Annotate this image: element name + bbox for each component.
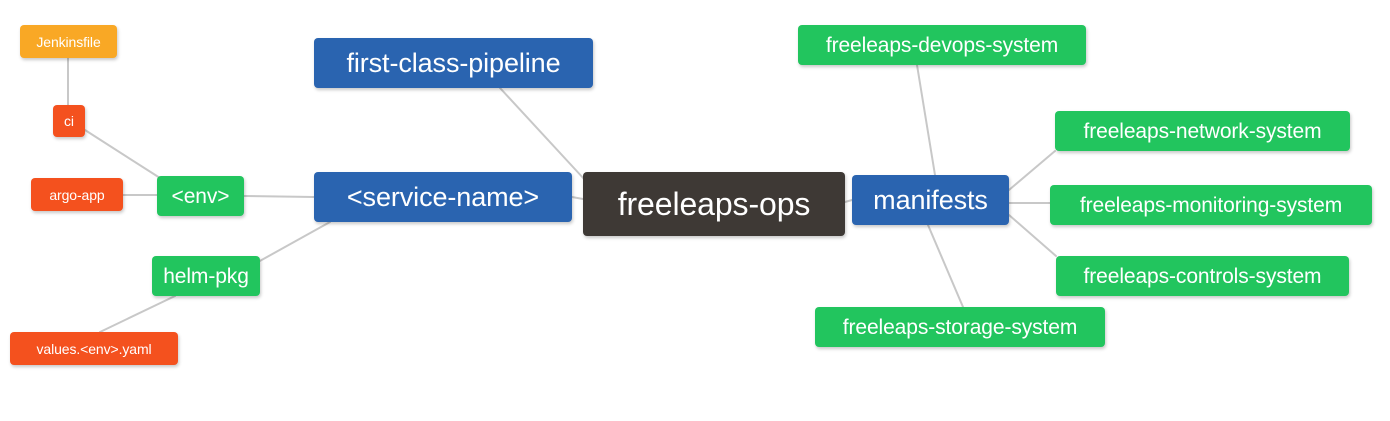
edge-manifests-to-freeleaps-devops-system bbox=[916, 64, 936, 176]
mindmap-node-helm-pkg[interactable]: helm-pkg bbox=[152, 256, 260, 296]
mindmap-node-first-class-pipeline[interactable]: first-class-pipeline bbox=[314, 38, 593, 88]
edge-service-name-to-helm-pkg bbox=[257, 221, 331, 263]
edge-freeleaps-ops-to-manifests bbox=[844, 199, 853, 203]
mindmap-node-label: <env> bbox=[171, 184, 230, 208]
edge-freeleaps-ops-to-service-name bbox=[571, 196, 584, 200]
mindmap-node-freeleaps-network-system[interactable]: freeleaps-network-system bbox=[1055, 111, 1350, 151]
mindmap-node-label: freeleaps-monitoring-system bbox=[1079, 193, 1343, 217]
mindmap-node-freeleaps-ops[interactable]: freeleaps-ops bbox=[583, 172, 845, 236]
mindmap-node-label: freeleaps-devops-system bbox=[825, 33, 1059, 57]
mindmap-node-freeleaps-monitoring-system[interactable]: freeleaps-monitoring-system bbox=[1050, 185, 1372, 225]
mindmap-node-label: first-class-pipeline bbox=[346, 47, 561, 78]
mindmap-node-label: freeleaps-storage-system bbox=[842, 315, 1078, 339]
mindmap-node-values-env-yaml[interactable]: values.<env>.yaml bbox=[10, 332, 178, 365]
mindmap-node-label: freeleaps-controls-system bbox=[1083, 264, 1322, 288]
edge-env-to-ci bbox=[84, 129, 161, 179]
edge-manifests-to-freeleaps-controls-system bbox=[1008, 214, 1057, 257]
mindmap-node-ci[interactable]: ci bbox=[53, 105, 85, 137]
mindmap-node-freeleaps-controls-system[interactable]: freeleaps-controls-system bbox=[1056, 256, 1349, 296]
mindmap-node-argo-app[interactable]: argo-app bbox=[31, 178, 123, 211]
mindmap-node-label: values.<env>.yaml bbox=[36, 340, 152, 357]
edge-manifests-to-freeleaps-network-system bbox=[1008, 150, 1056, 191]
mindmap-node-jenkinsfile[interactable]: Jenkinsfile bbox=[20, 25, 117, 58]
edge-service-name-to-env bbox=[243, 195, 315, 198]
mindmap-node-env[interactable]: <env> bbox=[157, 176, 244, 216]
mindmap-node-freeleaps-storage-system[interactable]: freeleaps-storage-system bbox=[815, 307, 1105, 347]
mindmap-node-label: helm-pkg bbox=[163, 264, 249, 288]
edge-helm-pkg-to-values-env-yaml bbox=[99, 295, 176, 333]
mindmap-node-label: freeleaps-ops bbox=[617, 186, 811, 222]
mindmap-node-label: Jenkinsfile bbox=[36, 33, 101, 50]
mindmap-node-label: manifests bbox=[873, 184, 988, 215]
mindmap-node-label: ci bbox=[64, 113, 74, 129]
mindmap-node-freeleaps-devops-system[interactable]: freeleaps-devops-system bbox=[798, 25, 1086, 65]
mindmap-node-service-name[interactable]: <service-name> bbox=[314, 172, 572, 222]
mindmap-node-label: freeleaps-network-system bbox=[1083, 119, 1322, 143]
mindmap-node-manifests[interactable]: manifests bbox=[852, 175, 1009, 225]
mindmap-node-label: <service-name> bbox=[346, 181, 540, 212]
mindmap-node-label: argo-app bbox=[49, 186, 105, 203]
edge-manifests-to-freeleaps-storage-system bbox=[927, 224, 964, 308]
edge-freeleaps-ops-to-first-class-pipeline bbox=[499, 87, 586, 181]
